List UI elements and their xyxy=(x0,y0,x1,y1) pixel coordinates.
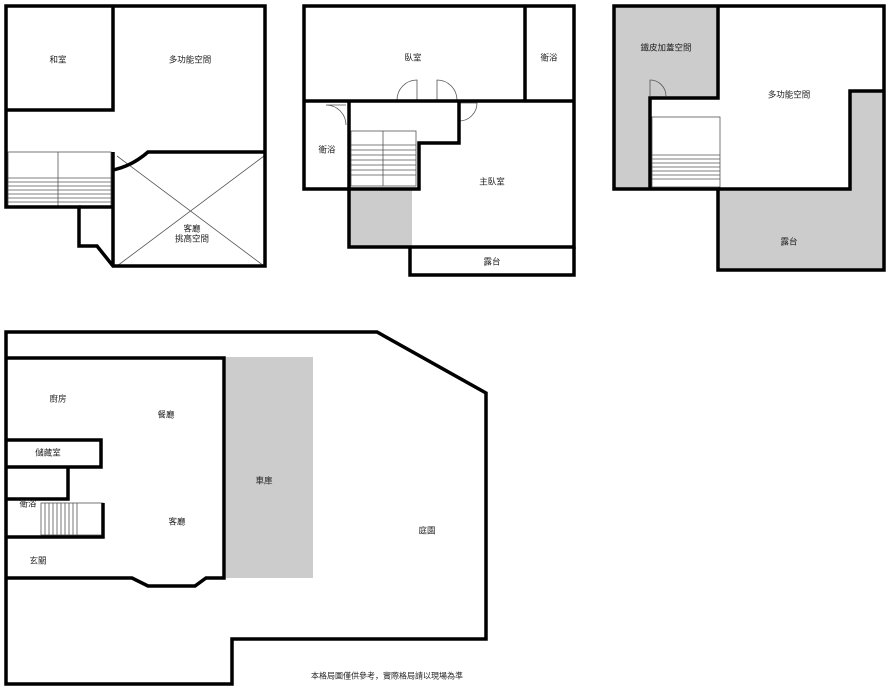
outer-wall xyxy=(612,4,886,272)
room-label-balcony: 露台 xyxy=(780,237,797,248)
bath-wall xyxy=(6,467,70,501)
inner-wall xyxy=(648,6,720,189)
disclaimer-text: 本格局圖僅供參考，實際格局請以現場為準 xyxy=(311,671,463,681)
room-label-sheet-metal: 鐵皮加蓋空間 xyxy=(640,43,691,54)
balcony-wall xyxy=(408,247,576,277)
outer-wall xyxy=(302,4,576,249)
floor-top-right: 鐵皮加蓋空間 多功能空間 露台 xyxy=(612,4,886,272)
shaded-area xyxy=(349,189,412,247)
room-label-bath: 衛浴 xyxy=(540,53,558,64)
room-label-void: 挑高空間 xyxy=(175,234,209,245)
inner-wall xyxy=(112,150,265,172)
void-cross-lines xyxy=(116,155,265,267)
room-label-garage: 車庫 xyxy=(255,476,273,487)
room-label-storage: 儲藏室 xyxy=(35,448,61,459)
room-label-bath: 衛浴 xyxy=(19,499,37,510)
room-label-dining: 餐廳 xyxy=(157,410,175,421)
house-wall xyxy=(6,356,226,588)
staircase xyxy=(40,502,104,536)
room-label-living: 客廳 xyxy=(183,224,201,235)
room-label-garden: 庭園 xyxy=(418,526,435,537)
shaded-area xyxy=(718,91,884,270)
inner-wall xyxy=(718,89,884,191)
floor-ground: 廚房 餐廳 儲藏室 衛浴 客廳 玄關 車庫 庭園 xyxy=(4,330,488,686)
room-label-balcony: 露台 xyxy=(483,257,500,268)
room-label-living: 客廳 xyxy=(168,517,186,528)
door-swings xyxy=(325,79,478,126)
door-swing xyxy=(649,79,667,97)
outer-wall xyxy=(4,330,488,686)
room-label-kitchen: 廚房 xyxy=(49,394,66,405)
staircase xyxy=(350,130,417,187)
staircase xyxy=(7,151,112,208)
garage-area xyxy=(226,357,313,578)
room-label-multi-room: 多功能空間 xyxy=(768,90,811,101)
inner-wall xyxy=(347,101,461,191)
room-label-multi-room: 多功能空間 xyxy=(169,55,212,66)
floor-top-middle: 臥室 衛浴 衛浴 主臥室 露台 xyxy=(302,4,576,277)
inner-wall xyxy=(6,6,115,112)
stair-wall xyxy=(6,503,105,539)
outer-wall xyxy=(4,4,267,268)
room-label-master-bedroom: 主臥室 xyxy=(479,177,505,188)
room-label-bath: 衛浴 xyxy=(318,145,336,156)
floor-top-left: 和室 多功能空間 客廳 挑高空間 xyxy=(4,4,267,268)
room-label-japanese-room: 和室 xyxy=(49,55,67,66)
room-label-entry: 玄關 xyxy=(29,556,46,567)
room-label-bedroom: 臥室 xyxy=(404,53,422,64)
staircase xyxy=(651,116,721,188)
storage-wall xyxy=(6,438,103,469)
